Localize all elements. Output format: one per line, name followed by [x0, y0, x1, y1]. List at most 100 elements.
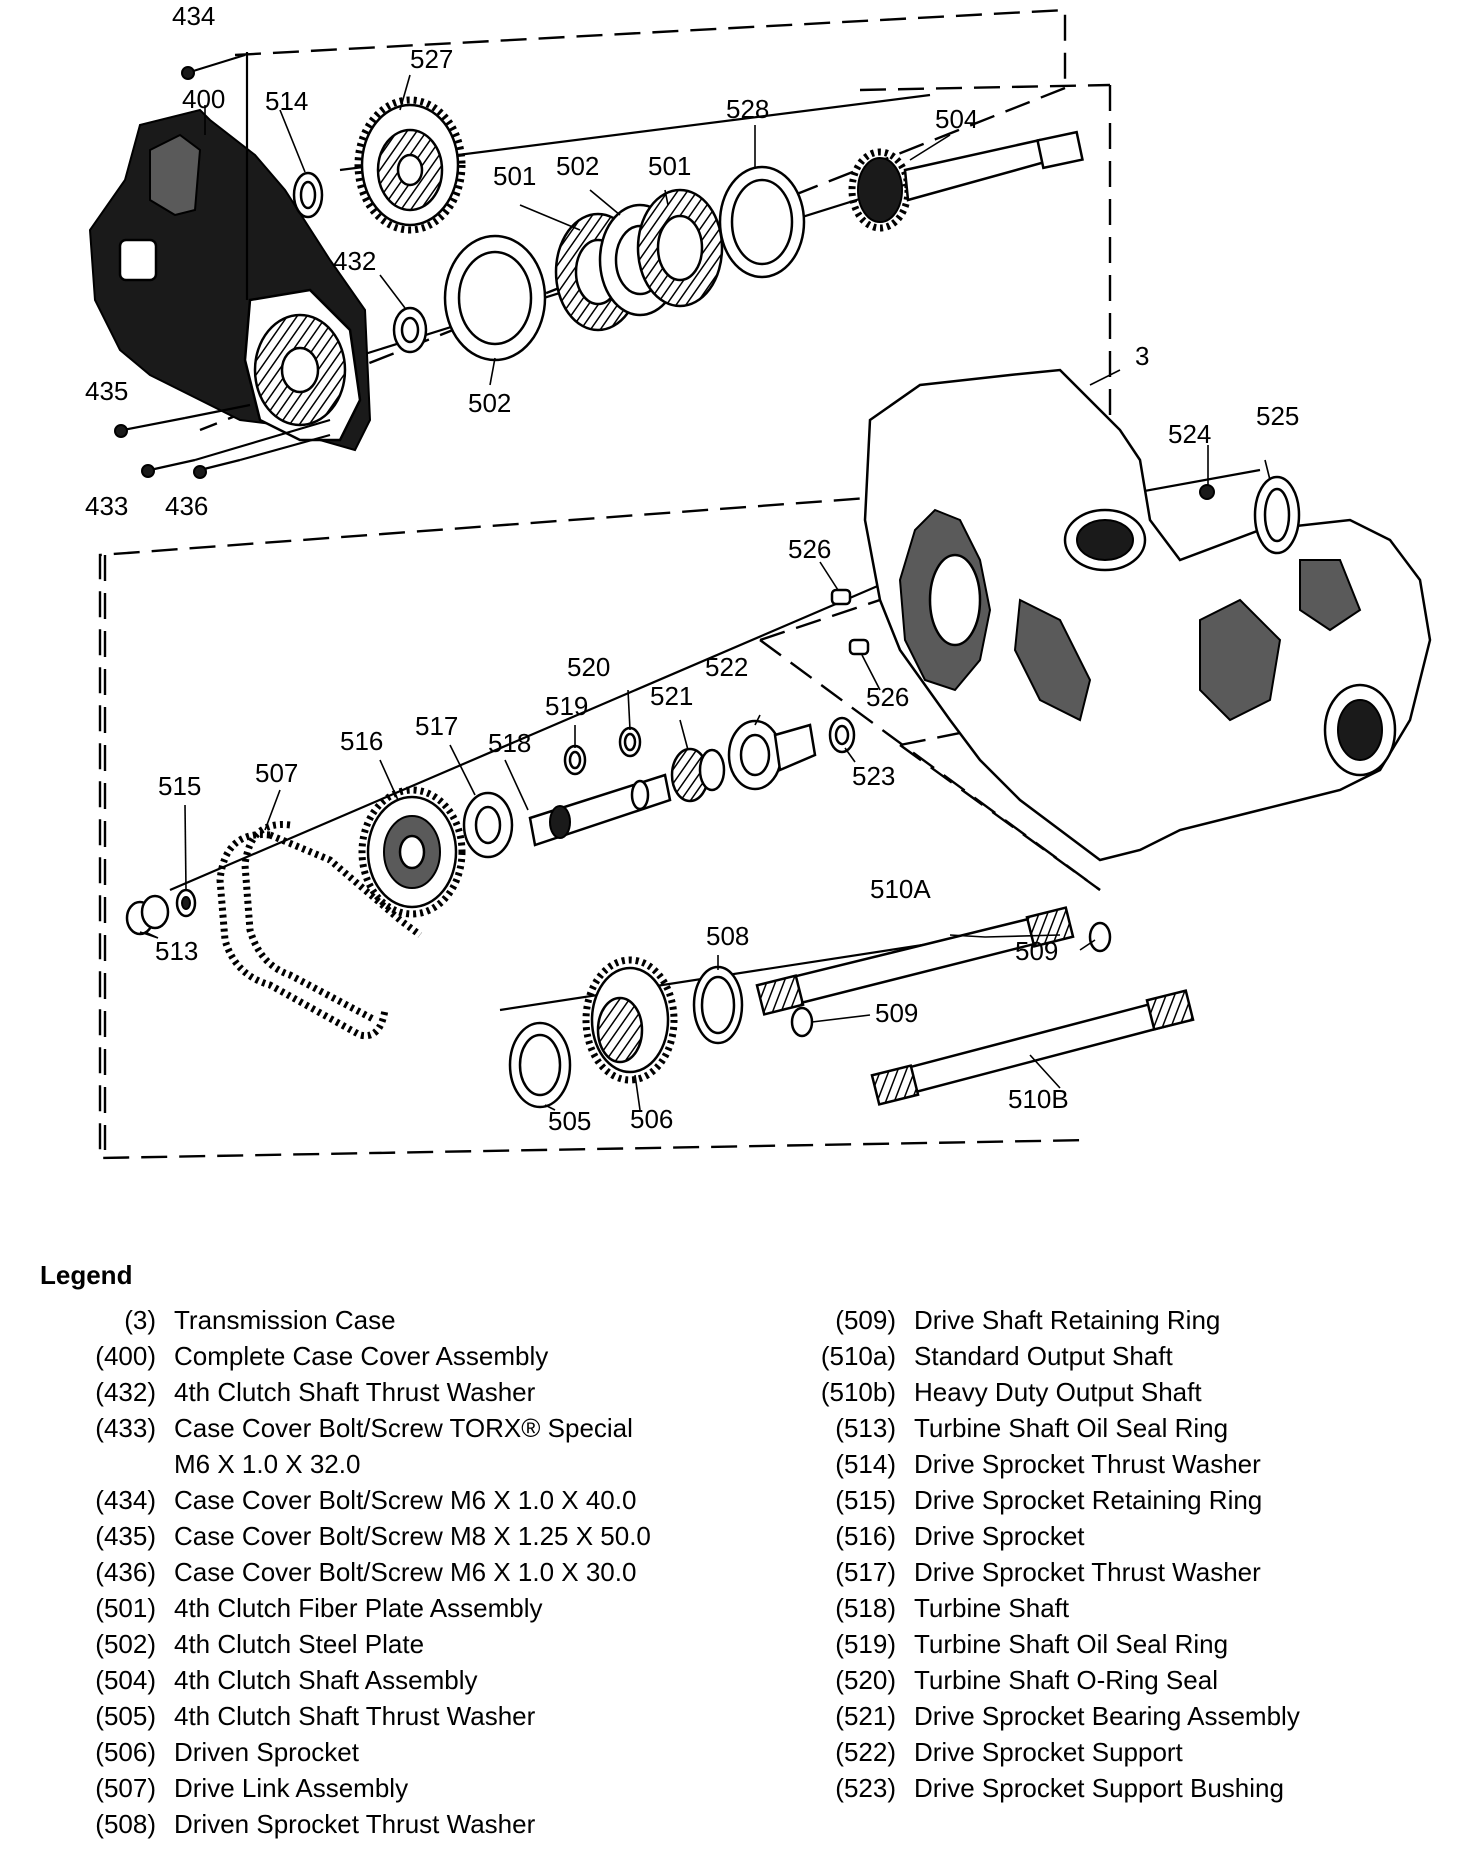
callout-514: 514: [265, 86, 308, 116]
callout-526-bottom: 526: [866, 682, 909, 712]
thrust-washer-517: [462, 791, 514, 859]
sprocket-527: [354, 96, 466, 234]
callout-519: 519: [545, 691, 588, 721]
legend-entry-description: Case Cover Bolt/Screw M6 X 1.0 X 40.0: [174, 1485, 637, 1515]
callout-508: 508: [706, 921, 749, 951]
legend-entry-number: (501): [95, 1593, 156, 1623]
legend-entry-description: Drive Sprocket: [914, 1521, 1085, 1551]
case-small-parts: [830, 475, 1301, 656]
legend-entry: (520)Turbine Shaft O-Ring Seal: [800, 1662, 1460, 1698]
drive-sprocket-thrust-washer-514: [292, 171, 324, 219]
legend-entry-description: 4th Clutch Steel Plate: [174, 1629, 425, 1659]
legend-entry: (516) Drive Sprocket: [800, 1518, 1460, 1554]
callout-516: 516: [340, 726, 383, 756]
callout-432: 432: [333, 246, 376, 276]
legend-entry-number: (514): [835, 1449, 896, 1479]
legend-entry-description: 4th Clutch Fiber Plate Assembly: [174, 1593, 543, 1623]
callout-435: 435: [85, 376, 128, 406]
callout-510a: 510A: [870, 874, 931, 904]
legend-entry-description: Case Cover Bolt/Screw TORX® Special M6 X…: [174, 1413, 633, 1479]
callout-520: 520: [567, 652, 610, 682]
legend-entry: (508)Driven Sprocket Thrust Washer: [60, 1806, 760, 1842]
legend-entry: (519) Turbine Shaft Oil Seal Ring: [800, 1626, 1460, 1662]
legend-entry: (400)Complete Case Cover Assembly: [60, 1338, 760, 1374]
callout-524: 524: [1168, 419, 1211, 449]
legend-entry-number: (433): [95, 1413, 156, 1443]
drive-link-chain-507: [216, 821, 423, 1040]
legend-entry: (510b)Heavy Duty Output Shaft: [800, 1374, 1460, 1410]
legend-entry-description: Drive Sprocket Bearing Assembly: [914, 1701, 1300, 1731]
legend-entry: (504)4th Clutch Shaft Assembly: [60, 1662, 760, 1698]
legend-entry: (434)Case Cover Bolt/Screw M6 X 1.0 X 40…: [60, 1482, 760, 1518]
legend-entry-description: Turbine Shaft Oil Seal Ring: [914, 1413, 1229, 1443]
legend-entry: (433) Case Cover Bolt/Screw TORX® Special…: [60, 1410, 760, 1482]
legend: Legend (3)Transmission Case(400)Complete…: [0, 1250, 1472, 1850]
legend-entry-number: (522): [835, 1737, 896, 1767]
driven-sprocket-506: [582, 956, 678, 1084]
thrust-washer-508: [692, 965, 744, 1045]
legend-entry-description: Drive Sprocket Retaining Ring: [914, 1485, 1263, 1515]
callout-525: 525: [1256, 401, 1299, 431]
legend-entry: (513) Turbine Shaft Oil Seal Ring: [800, 1410, 1460, 1446]
legend-entry-description: Case Cover Bolt/Screw M6 X 1.0 X 30.0: [174, 1557, 637, 1587]
legend-entry-number: (516): [835, 1521, 896, 1551]
legend-entry-number: (515): [835, 1485, 896, 1515]
legend-entry-description: Case Cover Bolt/Screw M8 X 1.25 X 50.0: [174, 1521, 651, 1551]
legend-entry: (506) Driven Sprocket: [60, 1734, 760, 1770]
callout-509-upper: 509: [1015, 936, 1058, 966]
legend-entry-description: Complete Case Cover Assembly: [174, 1341, 549, 1371]
callout-517: 517: [415, 711, 458, 741]
legend-entry-number: (513): [835, 1413, 896, 1443]
callout-504: 504: [935, 104, 978, 134]
callout-527: 527: [410, 44, 453, 74]
legend-entry: (507)Drive Link Assembly: [60, 1770, 760, 1806]
callout-436: 436: [165, 491, 208, 521]
callout-505: 505: [548, 1106, 591, 1136]
legend-entry-description: Drive Shaft Retaining Ring: [914, 1305, 1221, 1335]
callout-506: 506: [630, 1104, 673, 1134]
legend-entry-description: Turbine Shaft O-Ring Seal: [914, 1665, 1218, 1695]
legend-entry-description: Drive Sprocket Thrust Washer: [914, 1557, 1261, 1587]
legend-entry-number: (3): [124, 1305, 156, 1335]
legend-entry-description: Standard Output Shaft: [914, 1341, 1173, 1371]
callout-528: 528: [726, 94, 769, 124]
legend-entry-number: (435): [95, 1521, 156, 1551]
legend-entry: (517)Drive Sprocket Thrust Washer: [800, 1554, 1460, 1590]
legend-entry-number: (506): [95, 1737, 156, 1767]
legend-entry-description: Turbine Shaft Oil Seal Ring: [914, 1629, 1229, 1659]
legend-entry-description: Turbine Shaft: [914, 1593, 1070, 1623]
legend-entry-description: Drive Sprocket Thrust Washer: [914, 1449, 1261, 1479]
legend-entry-number: (518): [835, 1593, 896, 1623]
legend-entry-description: Driven Sprocket Thrust Washer: [174, 1809, 536, 1839]
callout-502-bottom: 502: [468, 388, 511, 418]
legend-entry-number: (504): [95, 1665, 156, 1695]
retaining-rings-513-515: [125, 888, 197, 936]
legend-entry-description: 4th Clutch Shaft Thrust Washer: [174, 1701, 536, 1731]
callout-502-top: 502: [556, 151, 599, 181]
callout-3: 3: [1135, 341, 1149, 371]
callout-523: 523: [852, 761, 895, 791]
legend-entry-number: (510b): [820, 1377, 896, 1407]
clutch-shaft-assembly-504: [848, 130, 1084, 232]
callout-509-lower: 509: [875, 998, 918, 1028]
legend-entry-number: (519): [835, 1629, 896, 1659]
legend-entry-number: (521): [835, 1701, 896, 1731]
legend-entry: (522)Drive Sprocket Support: [800, 1734, 1460, 1770]
clutch-steel-plate-502-lower: [443, 234, 547, 362]
bearing-assembly-521: [670, 747, 726, 803]
legend-entry: (502) 4th Clutch Steel Plate: [60, 1626, 760, 1662]
callout-400: 400: [182, 84, 225, 114]
legend-entry-number: (510a): [820, 1341, 896, 1371]
legend-entry: (505)4th Clutch Shaft Thrust Washer: [60, 1698, 760, 1734]
legend-entry: (515) Drive Sprocket Retaining Ring: [800, 1482, 1460, 1518]
callout-leader-lines: [139, 74, 1271, 1111]
heavy-duty-output-shaft-510b: [870, 989, 1195, 1106]
callout-510b: 510B: [1008, 1084, 1069, 1114]
turbine-shaft-518: [528, 726, 672, 847]
legend-entry: (521) Drive Sprocket Bearing Assembly: [800, 1698, 1460, 1734]
legend-entry: (436)Case Cover Bolt/Screw M6 X 1.0 X 30…: [60, 1554, 760, 1590]
legend-entry: (518) Turbine Shaft: [800, 1590, 1460, 1626]
legend-entry-number: (502): [95, 1629, 156, 1659]
legend-entry-description: Driven Sprocket: [174, 1737, 359, 1767]
legend-title: Legend: [40, 1260, 133, 1290]
